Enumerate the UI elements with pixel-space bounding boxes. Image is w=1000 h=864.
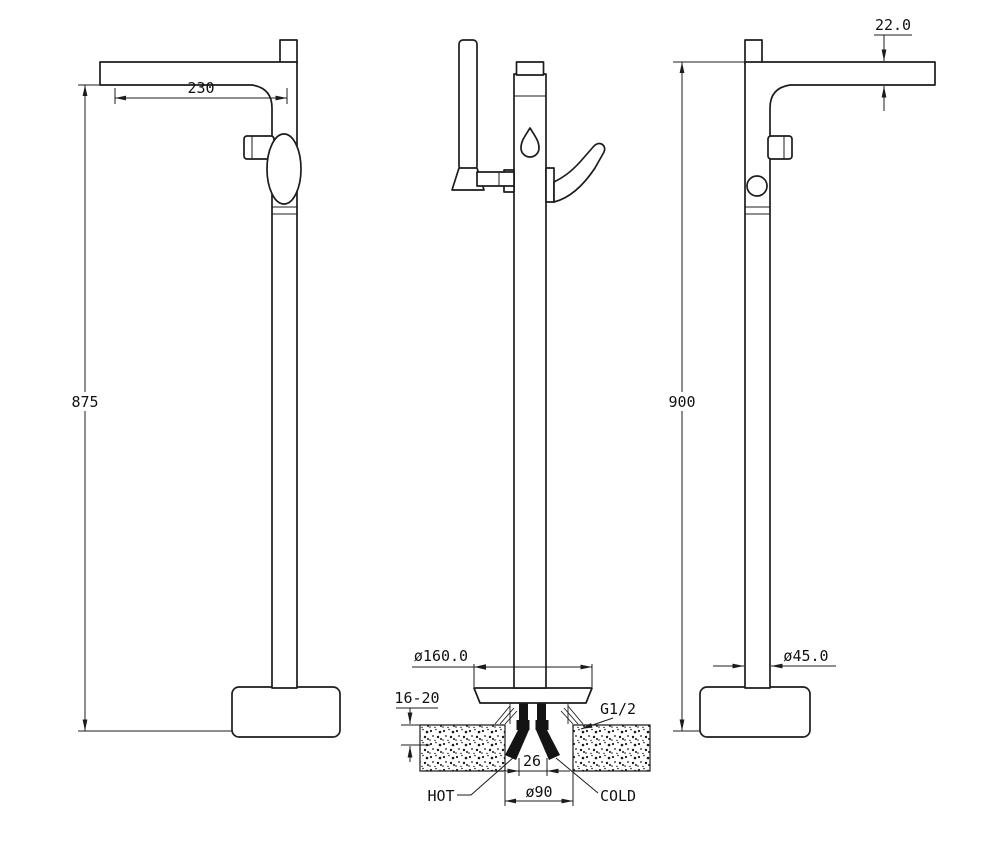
view-right-dimensions: 22.0 900 ø45.0: [663, 16, 912, 732]
dim-spout-thickness: 22.0: [875, 16, 911, 34]
view-right-side: [699, 39, 936, 738]
floor-base-right: [699, 686, 811, 738]
handle-oval: [266, 133, 302, 205]
dim-overall-height-left: 875: [71, 393, 98, 411]
front-top-cap: [515, 61, 545, 76]
shower-wand: [458, 39, 478, 171]
label-connection-thread: G1/2: [600, 700, 636, 718]
spout-and-column-right: [744, 61, 936, 689]
dim-spout-reach: 230: [187, 79, 214, 97]
dim-column-diameter: ø45.0: [783, 647, 828, 665]
hand-shower: [451, 39, 515, 193]
shower-holder-cone: [451, 167, 485, 191]
view-left-dimensions: 230 875: [66, 79, 288, 732]
shower-arm: [476, 171, 515, 187]
dim-base-plate-diameter: ø160.0: [414, 647, 468, 665]
floor-slab-right: [572, 724, 651, 772]
dim-inlet-spacing: 26: [523, 752, 541, 770]
floor-base: [231, 686, 341, 738]
mounting-flange: [473, 687, 593, 704]
anchor-hatching: [494, 703, 584, 725]
dim-overall-height-right: 900: [668, 393, 695, 411]
spout-and-column: [99, 61, 298, 689]
handle-button: [746, 175, 768, 197]
handle-knob-right: [767, 135, 793, 160]
view-front-dimensions: ø160.0 16-20 G1/2 26 ø90 HOT COLD: [394, 647, 636, 806]
label-hot: HOT: [427, 787, 454, 805]
lever-handle: [545, 142, 606, 203]
top-cap: [279, 39, 298, 65]
dim-hole-diameter: ø90: [525, 783, 552, 801]
view-left-side: [99, 39, 341, 738]
view-front: [419, 39, 651, 772]
floor-slab-left: [419, 724, 506, 772]
water-drop-icon: [520, 127, 540, 158]
cold-inlet-pipe: [535, 688, 560, 760]
top-cap-right: [744, 39, 763, 65]
front-column: [513, 73, 547, 689]
dim-floor-thickness: 16-20: [394, 689, 439, 707]
hot-inlet-pipe: [505, 688, 530, 760]
label-cold: COLD: [600, 787, 636, 805]
